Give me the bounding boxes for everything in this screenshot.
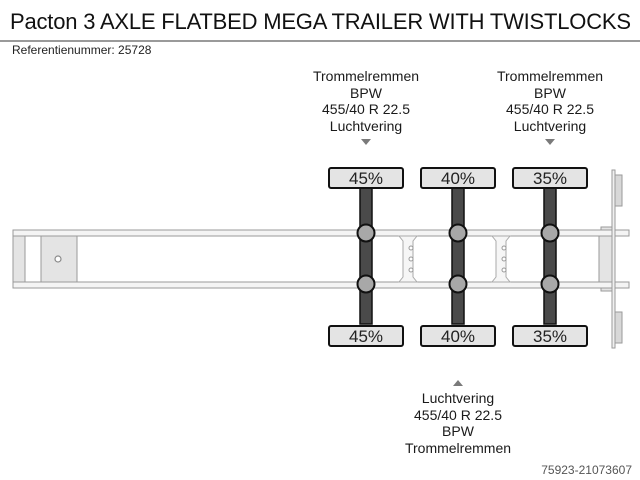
- axle-brand: BPW: [534, 84, 566, 101]
- tyre-tread-axle-3-right: 35%: [532, 327, 568, 346]
- tyre-size: 455/40 R 22.5: [506, 101, 594, 117]
- reference-number: Referentienummer: 25728: [12, 43, 152, 57]
- tyre-tread-axle-3-left: 35%: [532, 169, 568, 188]
- suspension-type: Luchtvering: [421, 390, 495, 406]
- arrow-up-icon: [453, 380, 463, 386]
- axle-brand: BPW: [442, 423, 474, 439]
- page-title: Pacton 3 AXLE FLATBED MEGA TRAILER WITH …: [10, 9, 631, 34]
- axle-3: [512, 167, 588, 347]
- axle-3-spec: Trommelremmen BPW 455/40 R 22.5 Luchtver…: [480, 68, 620, 134]
- front-bulkhead: [598, 169, 623, 349]
- listing-id: 75923-21073607: [541, 463, 632, 477]
- tyre-tread-axle-2-right: 40%: [440, 327, 476, 346]
- brake-type: Trommelremmen: [312, 68, 420, 84]
- chassis-frame: [12, 229, 630, 289]
- suspension-type: Luchtvering: [513, 117, 587, 134]
- axle-1-spec: Trommelremmen BPW 455/40 R 22.5 Luchtver…: [296, 68, 436, 134]
- arrow-down-icon: [545, 139, 555, 145]
- tyre-tread-axle-2-left: 40%: [440, 169, 476, 188]
- cross-member: [490, 235, 512, 283]
- axle-brand: BPW: [350, 84, 382, 101]
- tyre-size: 455/40 R 22.5: [322, 101, 410, 117]
- tyre-size: 455/40 R 22.5: [414, 406, 502, 423]
- suspension-type: Luchtvering: [329, 117, 403, 134]
- brake-type: Trommelremmen: [404, 439, 512, 456]
- tyre-tread-axle-1-right: 45%: [348, 327, 384, 346]
- brake-type: Trommelremmen: [496, 68, 604, 84]
- title-divider: [0, 40, 640, 42]
- cross-member: [397, 235, 419, 283]
- axle-2: [420, 167, 496, 347]
- arrow-down-icon: [361, 139, 371, 145]
- tyre-tread-axle-1-left: 45%: [348, 169, 384, 188]
- axle-1: [328, 167, 404, 347]
- axle-2-spec: Luchtvering 455/40 R 22.5 BPW Trommelrem…: [388, 390, 528, 456]
